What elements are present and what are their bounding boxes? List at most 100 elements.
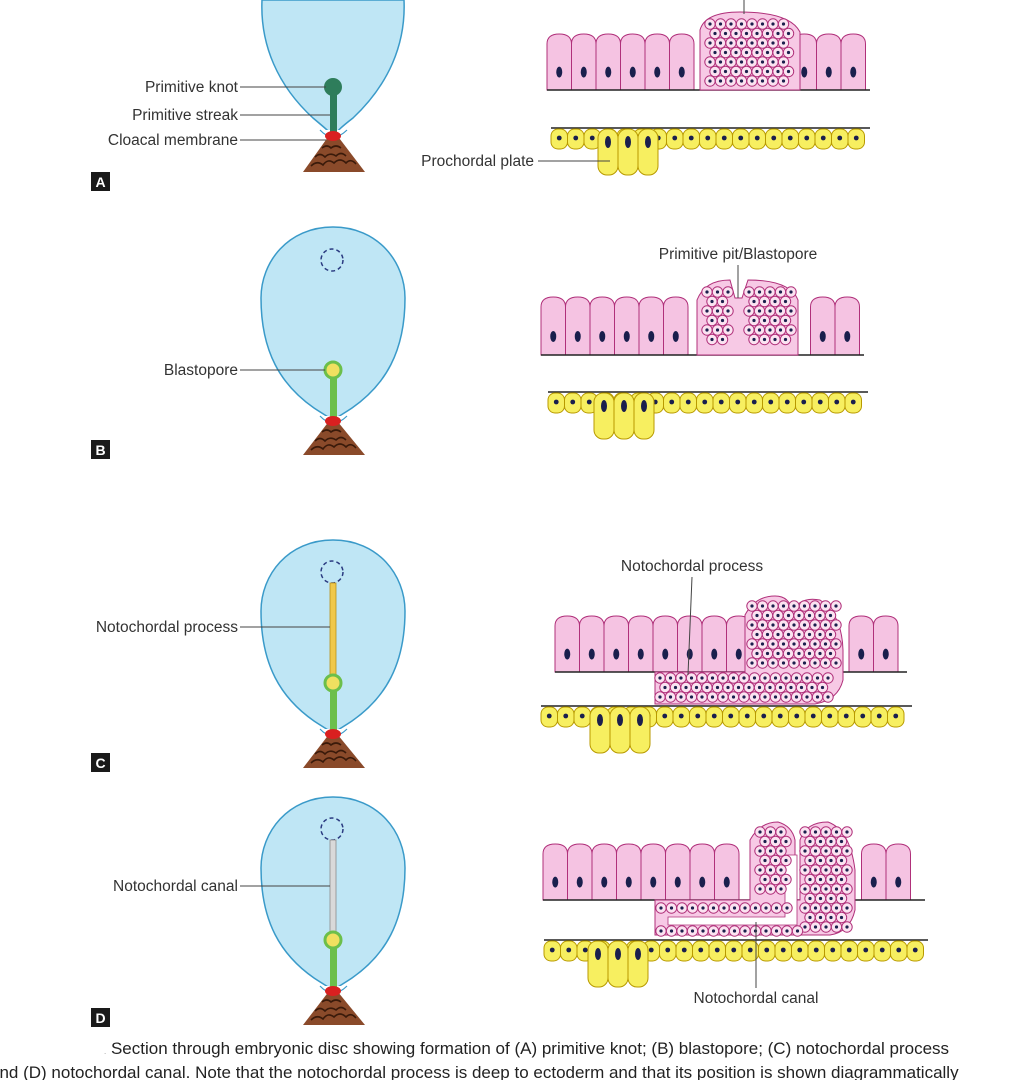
nucleus bbox=[802, 623, 807, 627]
nucleus bbox=[801, 66, 808, 78]
ectoderm-cell bbox=[861, 843, 887, 901]
nucleus bbox=[780, 947, 786, 953]
prochordal-plate-cell bbox=[609, 706, 631, 754]
ectoderm-cell bbox=[638, 296, 664, 356]
nucleus bbox=[803, 830, 807, 834]
nucleus bbox=[794, 676, 799, 680]
nucleus bbox=[763, 858, 767, 863]
nucleus bbox=[818, 651, 822, 656]
nucleus bbox=[753, 906, 758, 910]
nucleus bbox=[893, 713, 899, 719]
nucleus bbox=[813, 604, 817, 608]
nucleus bbox=[750, 642, 754, 646]
nucleus bbox=[771, 661, 775, 665]
nucleus bbox=[605, 66, 612, 78]
ectoderm-cell bbox=[701, 615, 727, 673]
nucleus bbox=[792, 623, 796, 627]
nucleus bbox=[735, 648, 742, 660]
nucleus bbox=[708, 41, 712, 45]
nucleus bbox=[850, 399, 856, 405]
nucleus bbox=[784, 695, 788, 699]
nucleus bbox=[827, 713, 833, 719]
nucleus bbox=[776, 632, 780, 637]
nucleus bbox=[784, 858, 788, 863]
label-primitive-pit: Primitive pit/Blastopore bbox=[659, 246, 818, 263]
nucleus bbox=[786, 50, 791, 55]
primitive-knot bbox=[324, 78, 342, 96]
nucleus bbox=[876, 713, 882, 719]
nucleus bbox=[658, 676, 662, 680]
nucleus bbox=[729, 60, 733, 64]
nucleus bbox=[839, 877, 844, 882]
nucleus bbox=[563, 713, 569, 719]
nucleus bbox=[805, 695, 809, 699]
nucleus bbox=[803, 906, 807, 910]
nucleus bbox=[828, 632, 833, 637]
nucleus bbox=[789, 685, 793, 690]
nucleus bbox=[758, 830, 762, 834]
nucleus bbox=[546, 713, 552, 719]
nucleus bbox=[732, 929, 737, 933]
nucleus bbox=[726, 328, 730, 332]
nucleus bbox=[589, 135, 595, 141]
nucleus bbox=[773, 839, 778, 844]
nucleus bbox=[764, 947, 770, 953]
nucleus bbox=[843, 713, 849, 719]
nucleus bbox=[781, 22, 786, 26]
nucleus bbox=[669, 399, 675, 405]
nucleus bbox=[824, 868, 828, 872]
nucleus bbox=[762, 337, 767, 342]
nucleus bbox=[797, 947, 803, 953]
nucleus bbox=[699, 876, 706, 888]
nucleus bbox=[705, 685, 709, 690]
nucleus bbox=[789, 290, 793, 294]
nucleus bbox=[564, 648, 571, 660]
nucleus bbox=[728, 713, 734, 719]
nucleus bbox=[744, 50, 749, 55]
nucleus bbox=[768, 685, 772, 690]
nucleus bbox=[785, 906, 789, 910]
nucleus bbox=[685, 399, 691, 405]
nucleus bbox=[763, 877, 767, 882]
nucleus bbox=[645, 136, 651, 148]
nucleus bbox=[845, 830, 849, 834]
nucleus bbox=[776, 69, 780, 74]
ectoderm-cell bbox=[810, 296, 836, 356]
ectoderm-layer bbox=[554, 615, 907, 673]
nucleus bbox=[623, 330, 630, 342]
primitive-pit-cells bbox=[696, 279, 799, 356]
nucleus bbox=[818, 915, 823, 920]
nucleus bbox=[789, 309, 793, 313]
nucleus bbox=[818, 632, 822, 637]
nucleus bbox=[700, 695, 704, 699]
prochordal-plate-cell bbox=[597, 128, 619, 176]
nucleus bbox=[686, 648, 693, 660]
nucleus bbox=[786, 651, 791, 656]
nucleus bbox=[765, 613, 770, 618]
ectoderm-layer bbox=[540, 296, 864, 356]
nucleus bbox=[738, 135, 744, 141]
nucleus bbox=[621, 400, 627, 412]
stalk-texture bbox=[310, 429, 357, 451]
nucleus bbox=[617, 714, 623, 726]
nucleus bbox=[776, 613, 780, 618]
nucleus bbox=[758, 868, 762, 872]
nucleus bbox=[834, 623, 838, 627]
nucleus bbox=[713, 69, 717, 74]
leader-notochordal-process-section bbox=[687, 576, 693, 676]
nucleus bbox=[743, 929, 747, 933]
nucleus bbox=[815, 695, 820, 699]
nucleus bbox=[757, 685, 762, 690]
nucleus bbox=[700, 676, 704, 680]
nucleus bbox=[768, 887, 773, 891]
ectoderm-cell bbox=[640, 843, 666, 901]
nucleus bbox=[669, 929, 674, 933]
nucleus bbox=[787, 135, 793, 141]
panel-c-left-labels: Notochordal process bbox=[96, 619, 330, 636]
nucleus bbox=[736, 685, 741, 690]
nucleus bbox=[744, 31, 749, 36]
nucleus bbox=[768, 309, 772, 313]
nucleus bbox=[755, 50, 759, 55]
nucleus bbox=[834, 661, 838, 665]
nucleus bbox=[792, 604, 796, 608]
